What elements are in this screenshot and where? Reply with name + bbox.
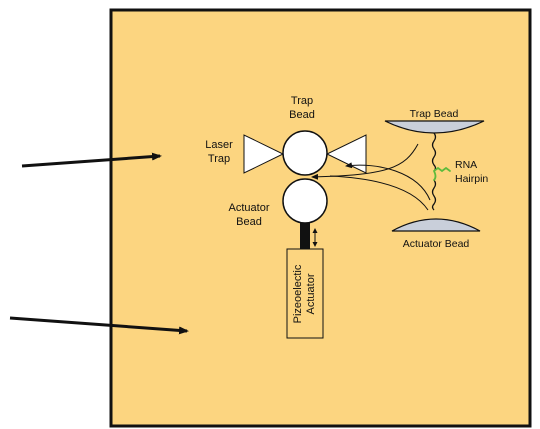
actuator-bead [282,178,328,224]
inset-actuator-bead-surface [391,218,481,232]
trap-bead-label-line1: Trap [291,95,313,107]
motion-arrow-down [312,242,318,247]
trap-bead-label-line2: Bead [289,109,315,121]
rna-label-line1: RNA [455,159,477,171]
laser-trap-label-line2: Trap [208,153,230,165]
inset-actuator-bead-label: Actuator Bead [403,238,470,250]
trap-bead [282,130,328,176]
inset-trap-bead-surface [384,120,485,134]
callout-arrow-from-actuator-bead [329,175,429,211]
rna-hairpin [433,166,451,181]
pointer-arrow-lower [9,316,189,335]
piezo-label-line1: Pizeoelectic [292,264,304,323]
rna-label-line2: Hairpin [455,173,488,185]
callout-arrow-to-trap-region [345,162,431,201]
pointer-arrow-upper [21,152,162,168]
piezo-actuator-box [286,248,324,339]
motion-arrow-up [312,228,318,233]
laser-trap-left-cone [243,134,285,174]
laser-trap-label-line1: Laser [205,139,233,151]
rna-tether-lower [431,179,437,211]
piezo-label-line2: Actuator [305,273,317,314]
inset-trap-bead-label: Trap Bead [410,108,459,120]
piezo-label-group: Pizeoelectic Actuator [292,264,317,323]
actuator-bead-label-line1: Actuator [229,202,270,214]
actuator-rod [300,223,310,249]
rna-tether-upper [431,132,437,172]
actuator-bead-label-line2: Bead [236,216,262,228]
background-panel [109,8,532,428]
